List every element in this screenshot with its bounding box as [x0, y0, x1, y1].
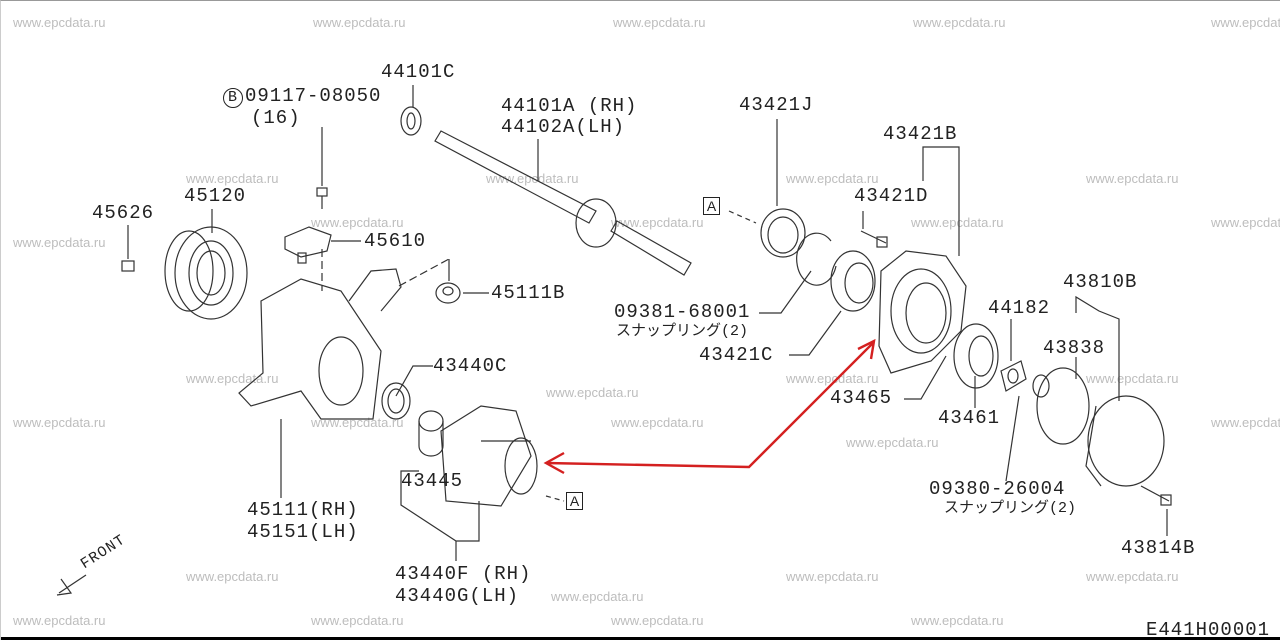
reference-box-a: A: [566, 492, 583, 510]
leader-lines: [127, 85, 1168, 561]
part-label[interactable]: 45111(RH): [247, 499, 359, 521]
bolt-marker-icon: B: [223, 88, 243, 108]
part-label[interactable]: 44101C: [381, 61, 456, 83]
watermark-text: www.epcdata.ru: [1086, 171, 1179, 186]
watermark-text: www.epcdata.ru: [186, 569, 279, 584]
snap-ring-09381: [796, 232, 837, 286]
watermark-text: www.epcdata.ru: [13, 415, 106, 430]
gasket-43838: [1036, 367, 1090, 445]
part-label[interactable]: 43440C: [433, 355, 508, 377]
part-label[interactable]: 44182: [988, 297, 1051, 319]
reference-box-a: A: [703, 197, 720, 215]
watermark-text: www.epcdata.ru: [913, 15, 1006, 30]
axle-shaft: [434, 130, 692, 276]
watermark-text: www.epcdata.ru: [311, 613, 404, 628]
watermark-text: www.epcdata.ru: [611, 415, 704, 430]
watermark-text: www.epcdata.ru: [786, 171, 879, 186]
diagram-code: E441H00001: [1146, 619, 1271, 640]
snap-ring-09380: [1032, 374, 1050, 398]
watermark-text: www.epcdata.ru: [186, 171, 279, 186]
part-label[interactable]: 43421C: [699, 344, 774, 366]
front-arrow-icon: [56, 574, 87, 596]
part-label[interactable]: 45626: [92, 202, 155, 224]
knuckle-45111: [238, 268, 402, 420]
watermark-text: www.epcdata.ru: [613, 15, 706, 30]
part-label[interactable]: 45120: [184, 185, 247, 207]
watermark-text: www.epcdata.ru: [786, 569, 879, 584]
watermark-text: www.epcdata.ru: [611, 215, 704, 230]
part-label[interactable]: 44102A(LH): [501, 116, 626, 138]
part-label[interactable]: 43461: [938, 407, 1001, 429]
part-label[interactable]: 43421J: [739, 94, 814, 116]
bottom-border: [1, 637, 1280, 640]
part-label[interactable]: 09380-26004: [929, 478, 1066, 500]
part-label[interactable]: 43838: [1043, 337, 1106, 359]
part-label[interactable]: 43440G(LH): [395, 585, 520, 607]
part-note: スナップリング(2): [616, 323, 749, 340]
watermark-text: www.epcdata.ru: [611, 613, 704, 628]
watermark-text: www.epcdata.ru: [546, 385, 639, 400]
part-label[interactable]: 43814B: [1121, 537, 1196, 559]
watermark-text: www.epcdata.ru: [1211, 415, 1280, 430]
bolt-09117: [316, 187, 328, 209]
watermark-text: www.epcdata.ru: [911, 215, 1004, 230]
watermark-text: www.epcdata.ru: [13, 613, 106, 628]
watermark-text: www.epcdata.ru: [13, 235, 106, 250]
part-label[interactable]: 43421B: [883, 123, 958, 145]
bearing-43421C: [830, 250, 876, 312]
part-label[interactable]: 43465: [830, 387, 893, 409]
watermark-text: www.epcdata.ru: [1086, 569, 1179, 584]
hub-43421B: [878, 250, 967, 374]
bushing-45111B: [435, 282, 461, 304]
red-annotation-arrow: [543, 338, 876, 475]
drum-45120: [164, 226, 248, 320]
part-label[interactable]: 43421D: [854, 185, 929, 207]
watermark-text: www.epcdata.ru: [551, 589, 644, 604]
ring-43421J: [760, 208, 806, 258]
part-quantity: (16): [251, 107, 301, 129]
part-label[interactable]: 09381-68001: [614, 301, 751, 323]
bushing-43445: [418, 410, 444, 457]
part-label[interactable]: 43810B: [1063, 271, 1138, 293]
part-label[interactable]: 44101A (RH): [501, 95, 638, 117]
part-label[interactable]: 43445: [401, 470, 464, 492]
watermark-text: www.epcdata.ru: [311, 215, 404, 230]
watermark-text: www.epcdata.ru: [313, 15, 406, 30]
bolt-45626: [121, 260, 135, 272]
seal-43461: [953, 323, 999, 389]
washer-44182: [1000, 360, 1027, 392]
watermark-text: www.epcdata.ru: [13, 15, 106, 30]
watermark-text: www.epcdata.ru: [1211, 215, 1280, 230]
oil-seal-44101C: [400, 106, 422, 136]
part-label[interactable]: 45151(LH): [247, 521, 359, 543]
bracket-45610: [284, 226, 332, 264]
watermark-text: www.epcdata.ru: [846, 435, 939, 450]
part-label[interactable]: 43440F (RH): [395, 563, 532, 585]
spindle-43440F: [440, 405, 538, 507]
part-label[interactable]: 45610: [364, 230, 427, 252]
bolt-43421D: [860, 230, 888, 248]
part-label[interactable]: 45111B: [491, 282, 566, 304]
seal-43440C: [381, 382, 411, 420]
cap-43810B: [1085, 395, 1165, 487]
watermark-text: www.epcdata.ru: [1086, 371, 1179, 386]
bolt-43814B: [1140, 485, 1172, 506]
watermark-text: www.epcdata.ru: [786, 371, 879, 386]
part-note: スナップリング(2): [944, 500, 1077, 517]
watermark-text: www.epcdata.ru: [911, 613, 1004, 628]
watermark-text: www.epcdata.ru: [186, 371, 279, 386]
watermark-text: www.epcdata.ru: [1211, 15, 1280, 30]
part-number: 09117-08050: [245, 85, 382, 107]
